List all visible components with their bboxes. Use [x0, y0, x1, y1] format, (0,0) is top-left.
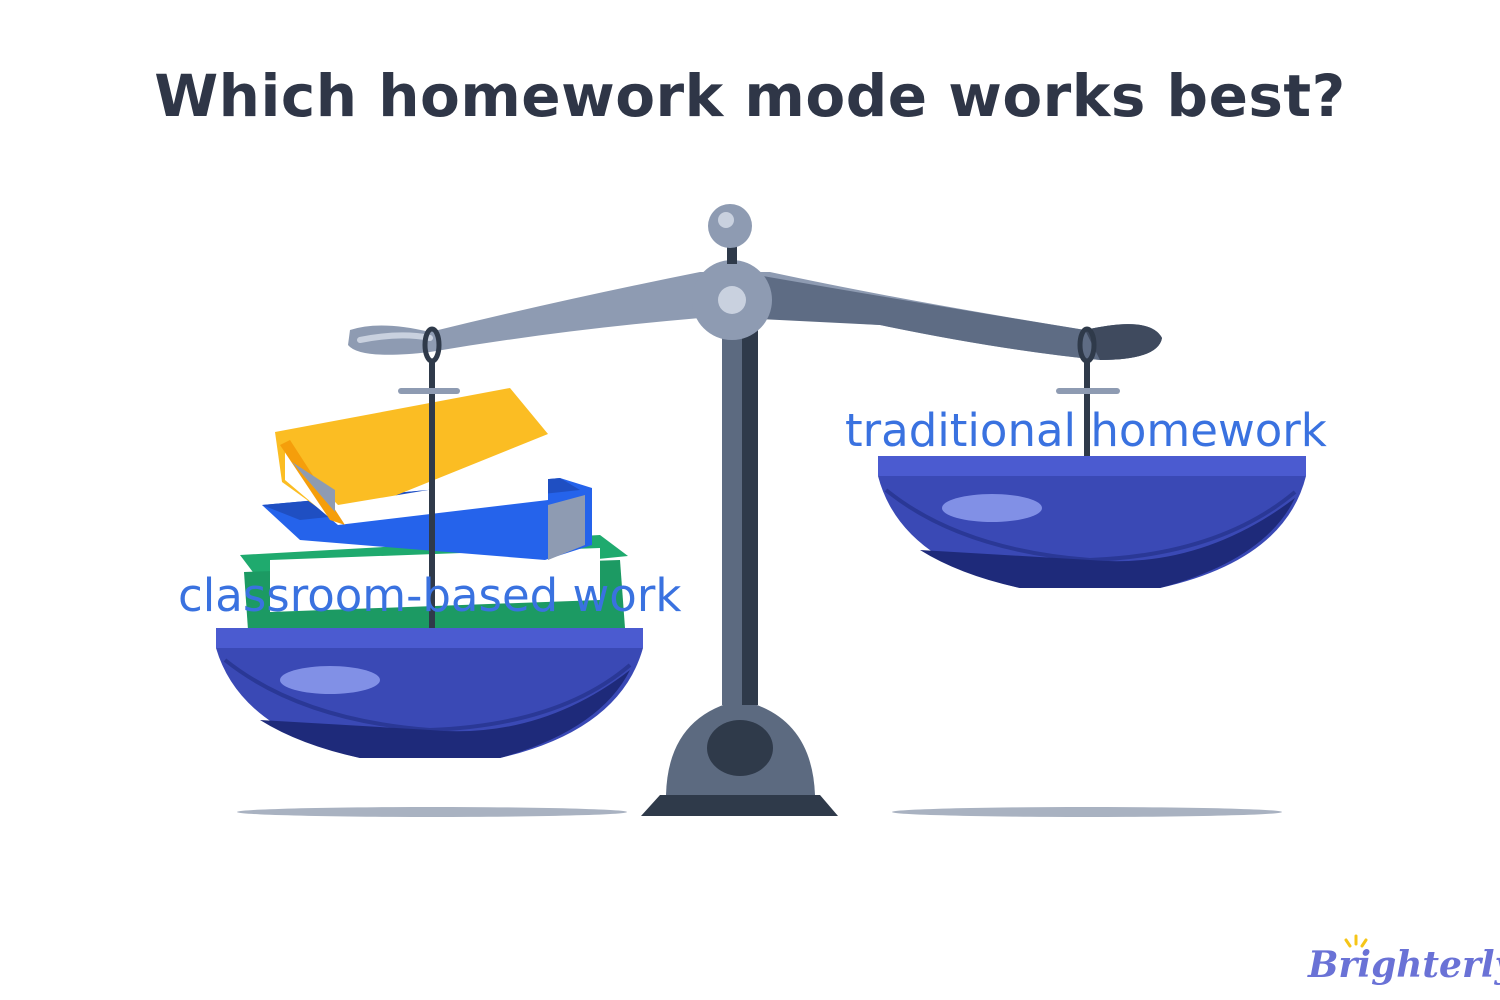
traditional-homework-label: traditional homework [845, 404, 1327, 457]
scale-stand [641, 310, 838, 816]
page-title: Which homework mode works best? [154, 62, 1346, 130]
scale-beam [348, 204, 1162, 364]
right-pan [878, 456, 1306, 588]
brand-logo: Brighterly [1308, 932, 1500, 992]
sun-icon [1344, 934, 1368, 948]
left-shadow [237, 807, 627, 817]
classroom-based-work-label: classroom-based work [178, 569, 682, 622]
brand-name: Brighterly [1308, 944, 1500, 986]
left-pan [216, 628, 643, 758]
right-shadow [892, 807, 1282, 817]
